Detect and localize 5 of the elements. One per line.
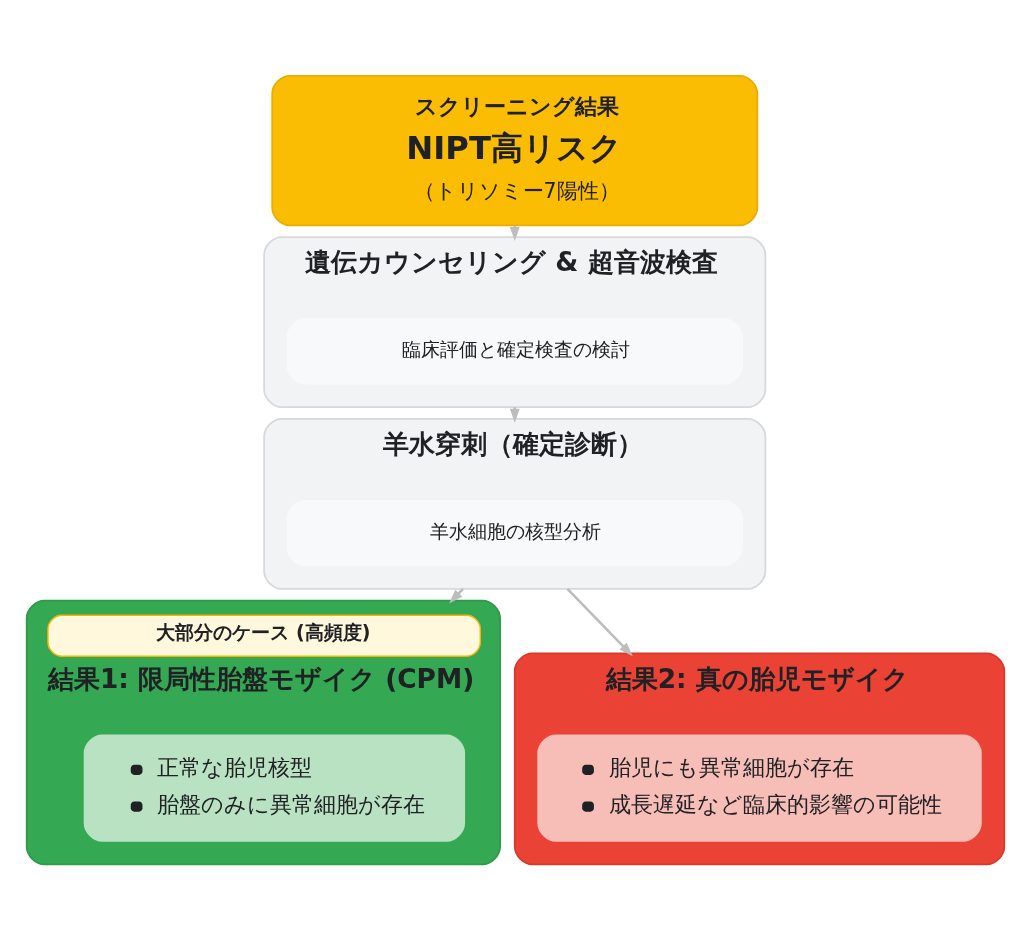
node-box: 胎児にも異常細胞が存在 成長遅延など臨床的影響の可能性 bbox=[536, 734, 982, 842]
node-label: 大部分のケース (高頻度) bbox=[155, 620, 370, 643]
node-box: 正常な胎児核型 胎盤のみに異常細胞が存在 bbox=[83, 734, 465, 842]
arrow bbox=[565, 587, 633, 656]
arrow bbox=[509, 406, 520, 423]
